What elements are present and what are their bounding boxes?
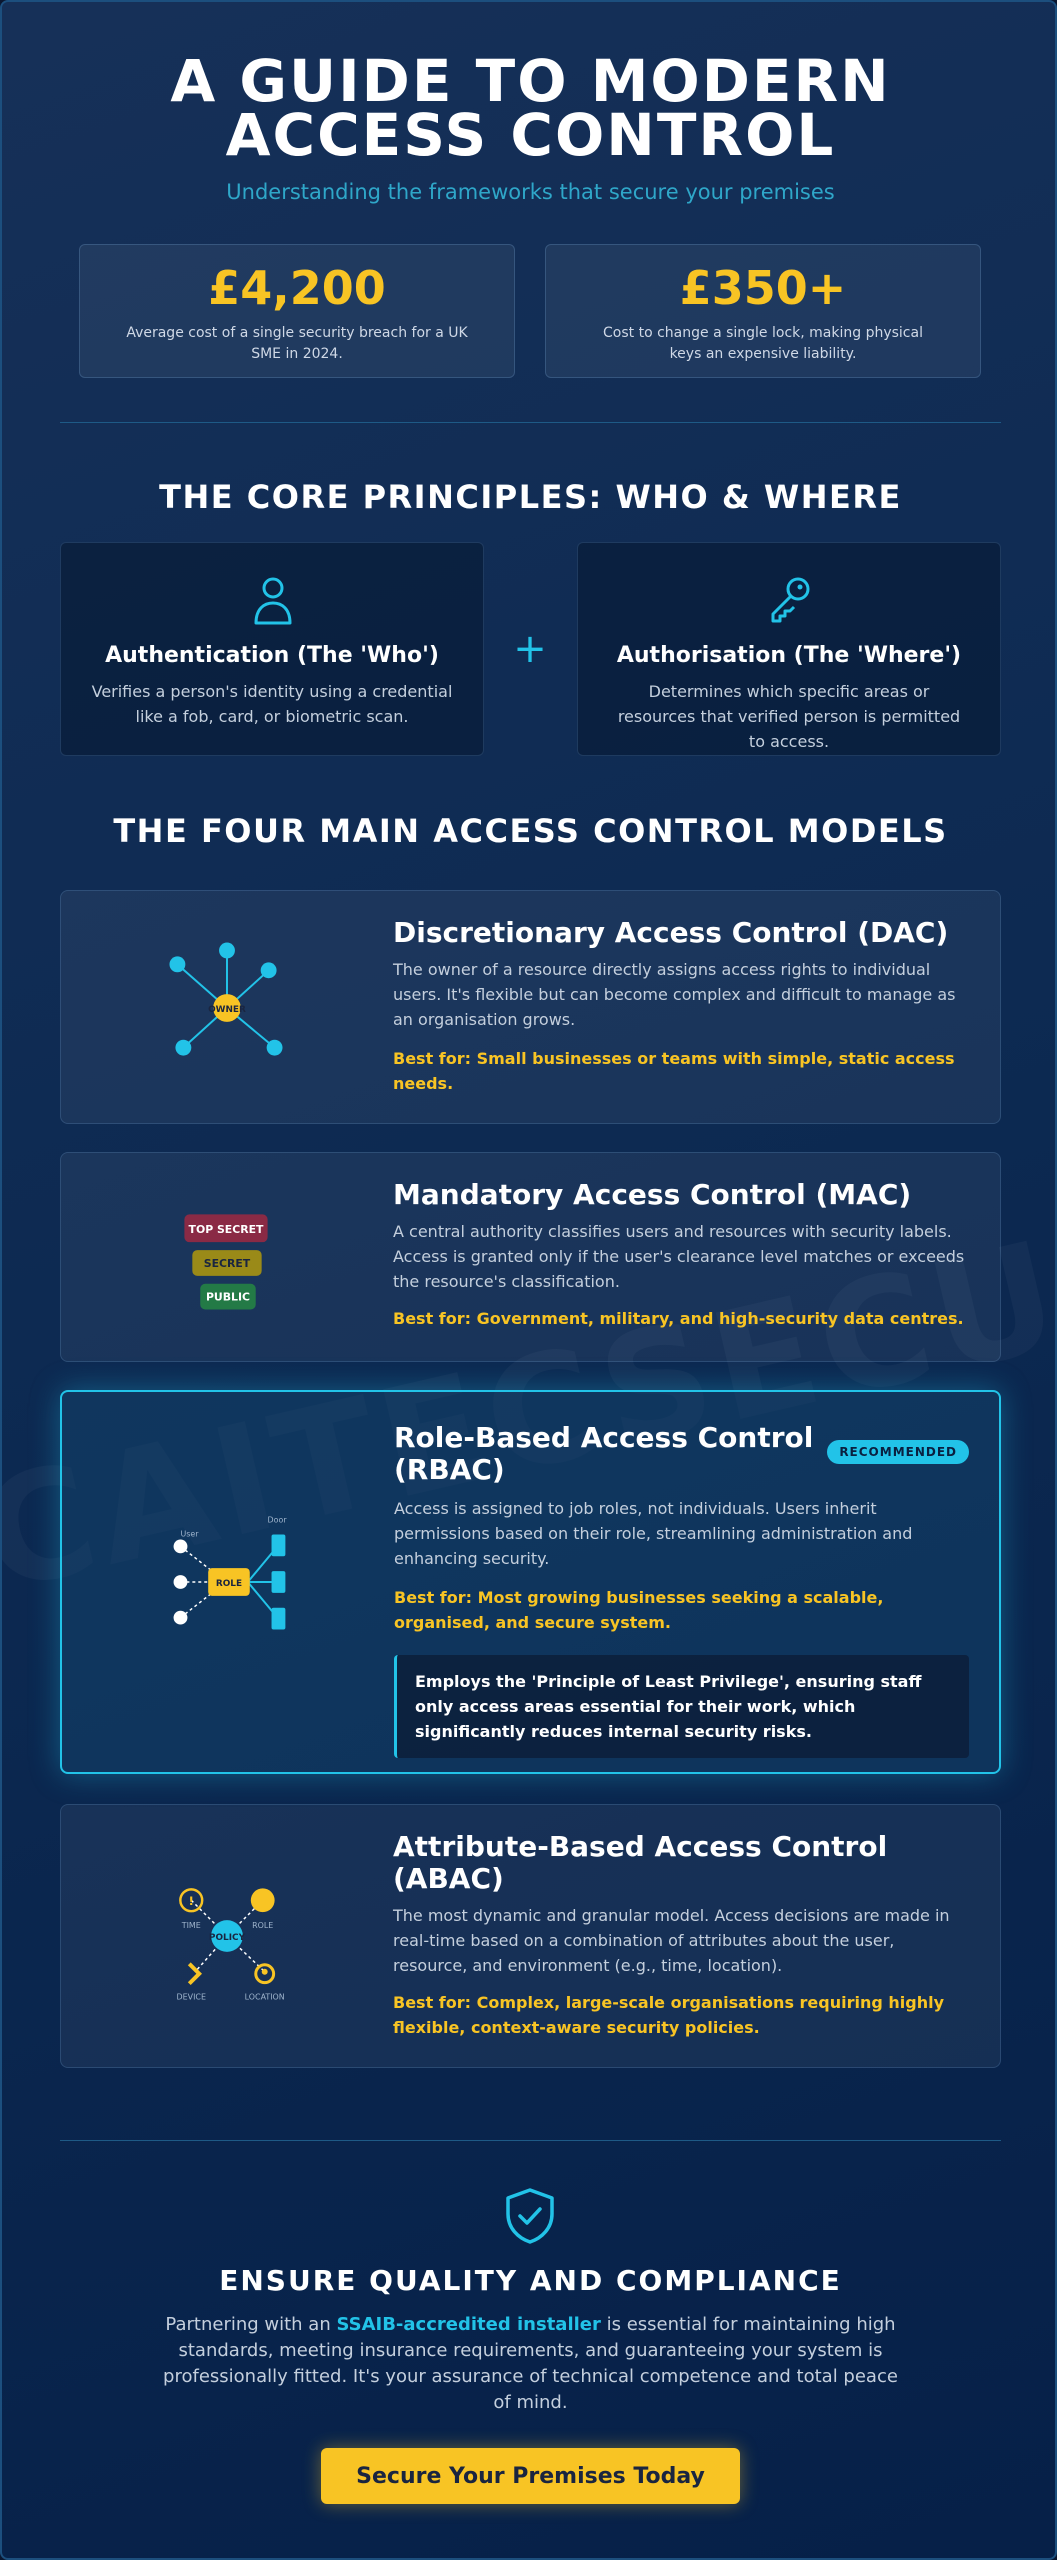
model-card-rbac: User Door ROLE (60, 1390, 1001, 1774)
stat-card-lock-cost: £350+ Cost to change a single lock, maki… (545, 244, 981, 378)
model-title: Role-Based Access Control (RBAC) (394, 1421, 814, 1486)
page-title: A GUIDE TO MODERN ACCESS CONTROL (170, 47, 891, 169)
compliance-text-end: is essential for maintaining high standa… (163, 2314, 898, 2413)
model-card-dac: OWNER Discretionary Access Control (DAC)… (60, 890, 1001, 1124)
dac-diagram: OWNER (169, 942, 283, 1056)
model-body: Discretionary Access Control (DAC) The o… (393, 917, 970, 1096)
model-body: Attribute-Based Access Control (ABAC) Th… (393, 1831, 970, 2040)
principle-title: Authentication (The 'Who') (105, 643, 439, 668)
policy-node-label: POLICY (209, 1933, 246, 1943)
model-card-abac: ! POLICY TIME ROLE DEVICE LOCATION Attri… (60, 1804, 1001, 2068)
door-label: Door (268, 1516, 288, 1525)
key-icon (771, 577, 810, 623)
principle-card-authorisation: Authorisation (The 'Where') Determines w… (577, 542, 1001, 756)
model-title: Mandatory Access Control (MAC) (393, 1178, 912, 1211)
device-label: DEVICE (177, 1993, 206, 2002)
mac-diagram: TOP SECRET SECRET PUBLIC (184, 1214, 268, 1310)
section-divider (60, 422, 1001, 423)
principles-heading: THE CORE PRINCIPLES: WHO & WHERE (159, 478, 902, 516)
role-icon (250, 1888, 275, 1913)
level-public: PUBLIC (206, 1291, 250, 1304)
rbac-diagram: User Door ROLE (173, 1516, 288, 1630)
plus-icon: + (513, 626, 547, 672)
least-privilege-callout: Employs the 'Principle of Least Privileg… (394, 1655, 969, 1758)
model-description: The owner of a resource directly assigns… (393, 960, 956, 1029)
section-divider (60, 2140, 1001, 2141)
model-best-for: Best for: Complex, large-scale organisat… (393, 1993, 945, 2037)
level-top-secret: TOP SECRET (189, 1223, 264, 1236)
model-title: Discretionary Access Control (DAC) (393, 916, 949, 949)
principle-title: Authorisation (The 'Where') (616, 643, 962, 668)
recommended-badge: RECOMMENDED (827, 1440, 969, 1464)
user-label: User (180, 1529, 199, 1538)
stat-card-breach-cost: £4,200 Average cost of a single security… (79, 244, 515, 378)
compliance-text-start: Partnering with an (165, 2314, 337, 2335)
ssaib-highlight: SSAIB-accredited installer (336, 2314, 601, 2335)
time-label: TIME (181, 1921, 201, 1930)
role-label: ROLE (252, 1921, 273, 1930)
model-description: Access is assigned to job roles, not ind… (394, 1499, 913, 1568)
stat-description: Average cost of a single security breach… (126, 325, 468, 362)
compliance-text: Partnering with an SSAIB-accredited inst… (152, 2312, 909, 2416)
principle-description: Verifies a person's identity using a cre… (91, 682, 453, 726)
svg-text:!: ! (189, 1894, 194, 1908)
model-description: A central authority classifies users and… (393, 1222, 965, 1291)
model-best-for: Best for: Most growing businesses seekin… (394, 1588, 884, 1632)
secure-premises-button[interactable]: Secure Your Premises Today (321, 2448, 740, 2504)
model-title: Attribute-Based Access Control (ABAC) (393, 1830, 888, 1895)
location-label: LOCATION (245, 1993, 285, 2002)
clock-icon (179, 1888, 204, 1913)
user-icon (254, 577, 292, 625)
models-heading: THE FOUR MAIN ACCESS CONTROL MODELS (113, 812, 948, 850)
model-best-for: Best for: Government, military, and high… (393, 1309, 964, 1328)
owner-node-label: OWNER (208, 1005, 246, 1015)
stat-value: £4,200 (208, 261, 386, 315)
page-subtitle: Understanding the frameworks that secure… (226, 180, 835, 204)
model-best-for: Best for: Small businesses or teams with… (393, 1049, 955, 1093)
principle-description: Determines which specific areas or resou… (617, 682, 961, 751)
compliance-heading: ENSURE QUALITY AND COMPLIANCE (219, 2264, 842, 2297)
model-description: The most dynamic and granular model. Acc… (393, 1906, 950, 1975)
stat-value: £350+ (679, 261, 847, 315)
stat-description: Cost to change a single lock, making phy… (603, 325, 923, 362)
model-body: Role-Based Access Control (RBAC) RECOMME… (394, 1422, 969, 1758)
location-icon (254, 1963, 276, 1985)
principle-card-authentication: Authentication (The 'Who') Verifies a pe… (60, 542, 484, 756)
model-body: Mandatory Access Control (MAC) A central… (393, 1179, 970, 1331)
level-secret: SECRET (204, 1257, 251, 1270)
device-icon (187, 1962, 203, 1986)
abac-diagram: ! POLICY TIME ROLE DEVICE LOCATION (177, 1888, 285, 2002)
model-card-mac: TOP SECRET SECRET PUBLIC Mandatory Acces… (60, 1152, 1001, 1362)
shield-check-icon (506, 2188, 554, 2244)
role-node-label: ROLE (216, 1579, 242, 1589)
